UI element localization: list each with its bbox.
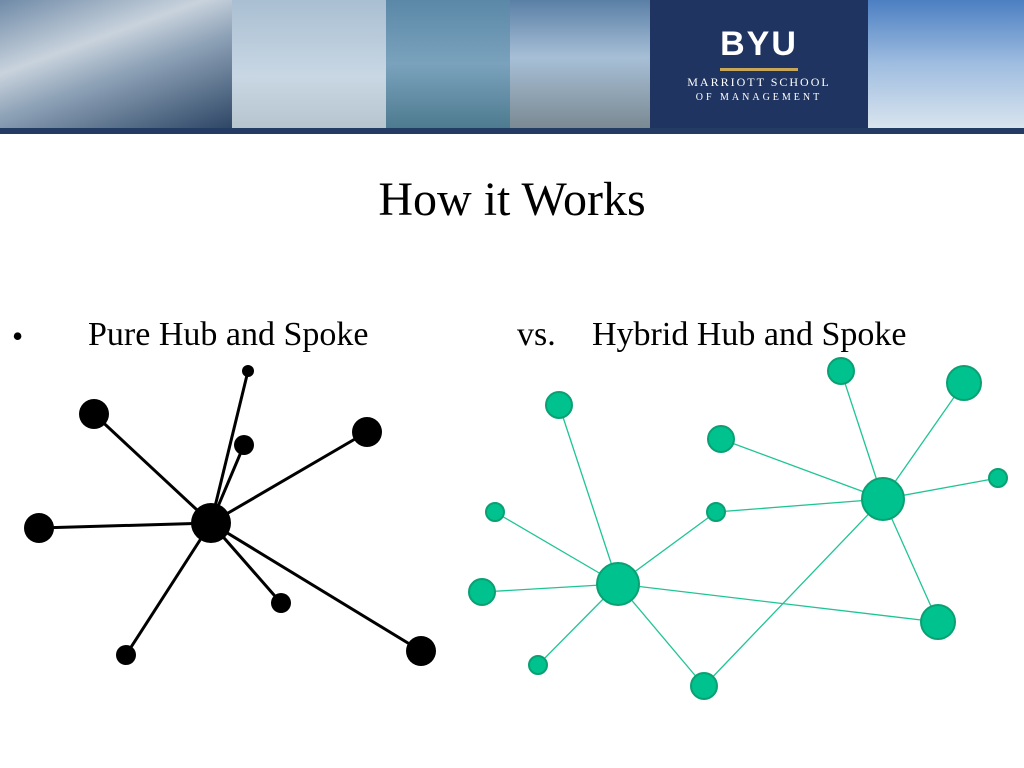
pure-spoke-node <box>242 365 254 377</box>
pure-spoke <box>124 522 213 656</box>
hybrid-edge <box>882 382 965 500</box>
pure-spoke-node <box>116 645 136 665</box>
pure-spoke <box>210 521 422 653</box>
hybrid-edge <box>617 583 705 687</box>
byu-logo: BYU MARRIOTT SCHOOL OF MANAGEMENT <box>650 0 868 128</box>
vs-label: vs. <box>517 316 556 353</box>
hybrid-spoke-node <box>707 425 735 453</box>
slide-title: How it Works <box>378 173 646 226</box>
pure-hub-nodes <box>24 365 436 666</box>
hybrid-spoke-node <box>920 604 956 640</box>
hybrid-edge <box>882 498 939 623</box>
pure-hub-label: Pure Hub and Spoke <box>88 316 369 353</box>
pure-spoke-node <box>406 636 436 666</box>
pure-spoke <box>209 370 250 524</box>
banner-photo-statue <box>232 0 386 128</box>
hybrid-edge <box>720 438 884 500</box>
hybrid-edge <box>558 404 619 585</box>
hybrid-spoke-node <box>528 655 548 675</box>
pure-spoke-node <box>271 593 291 613</box>
hybrid-hub-label: Hybrid Hub and Spoke <box>592 316 907 353</box>
bullet-marker: • <box>12 318 24 354</box>
pure-spoke-node <box>352 417 382 447</box>
banner-divider <box>0 128 1024 134</box>
pure-spoke-node <box>24 513 54 543</box>
banner-logo-panel: BYU MARRIOTT SCHOOL OF MANAGEMENT <box>650 0 868 128</box>
hybrid-hub-node <box>861 477 905 521</box>
hybrid-spoke-node <box>485 502 505 522</box>
hybrid-edge <box>703 498 884 687</box>
hybrid-spoke-node <box>468 578 496 606</box>
hybrid-edge <box>840 370 884 500</box>
header-banner: BYU MARRIOTT SCHOOL OF MANAGEMENT <box>0 0 1024 134</box>
hybrid-spoke-node <box>545 391 573 419</box>
hybrid-edge <box>481 583 619 593</box>
hybrid-edge <box>494 511 619 585</box>
hybrid-hub-node <box>596 562 640 606</box>
banner-photo-building <box>0 0 232 128</box>
pure-hub-node <box>191 503 231 543</box>
hybrid-spoke-node <box>988 468 1008 488</box>
pure-spoke-node <box>234 435 254 455</box>
hybrid-edge <box>715 498 884 513</box>
banner-photo-mountain-y <box>386 0 510 128</box>
hybrid-spoke-node <box>706 502 726 522</box>
banner-photo-sky-building <box>868 0 1024 128</box>
hybrid-edge <box>617 583 939 623</box>
logo-management-text: OF MANAGEMENT <box>695 92 823 103</box>
hybrid-spoke-node <box>827 357 855 385</box>
pure-spoke <box>210 430 368 525</box>
logo-main-text: BYU <box>720 25 798 71</box>
pure-spoke <box>38 521 212 530</box>
hybrid-spoke-node <box>946 365 982 401</box>
banner-photo-bell-tower <box>510 0 650 128</box>
hybrid-hub-nodes <box>468 357 1008 700</box>
pure-spoke <box>92 412 213 525</box>
hybrid-hub-edges <box>481 370 999 687</box>
hybrid-spoke-node <box>690 672 718 700</box>
logo-school-text: MARRIOTT SCHOOL <box>687 75 831 89</box>
pure-spoke-node <box>79 399 109 429</box>
